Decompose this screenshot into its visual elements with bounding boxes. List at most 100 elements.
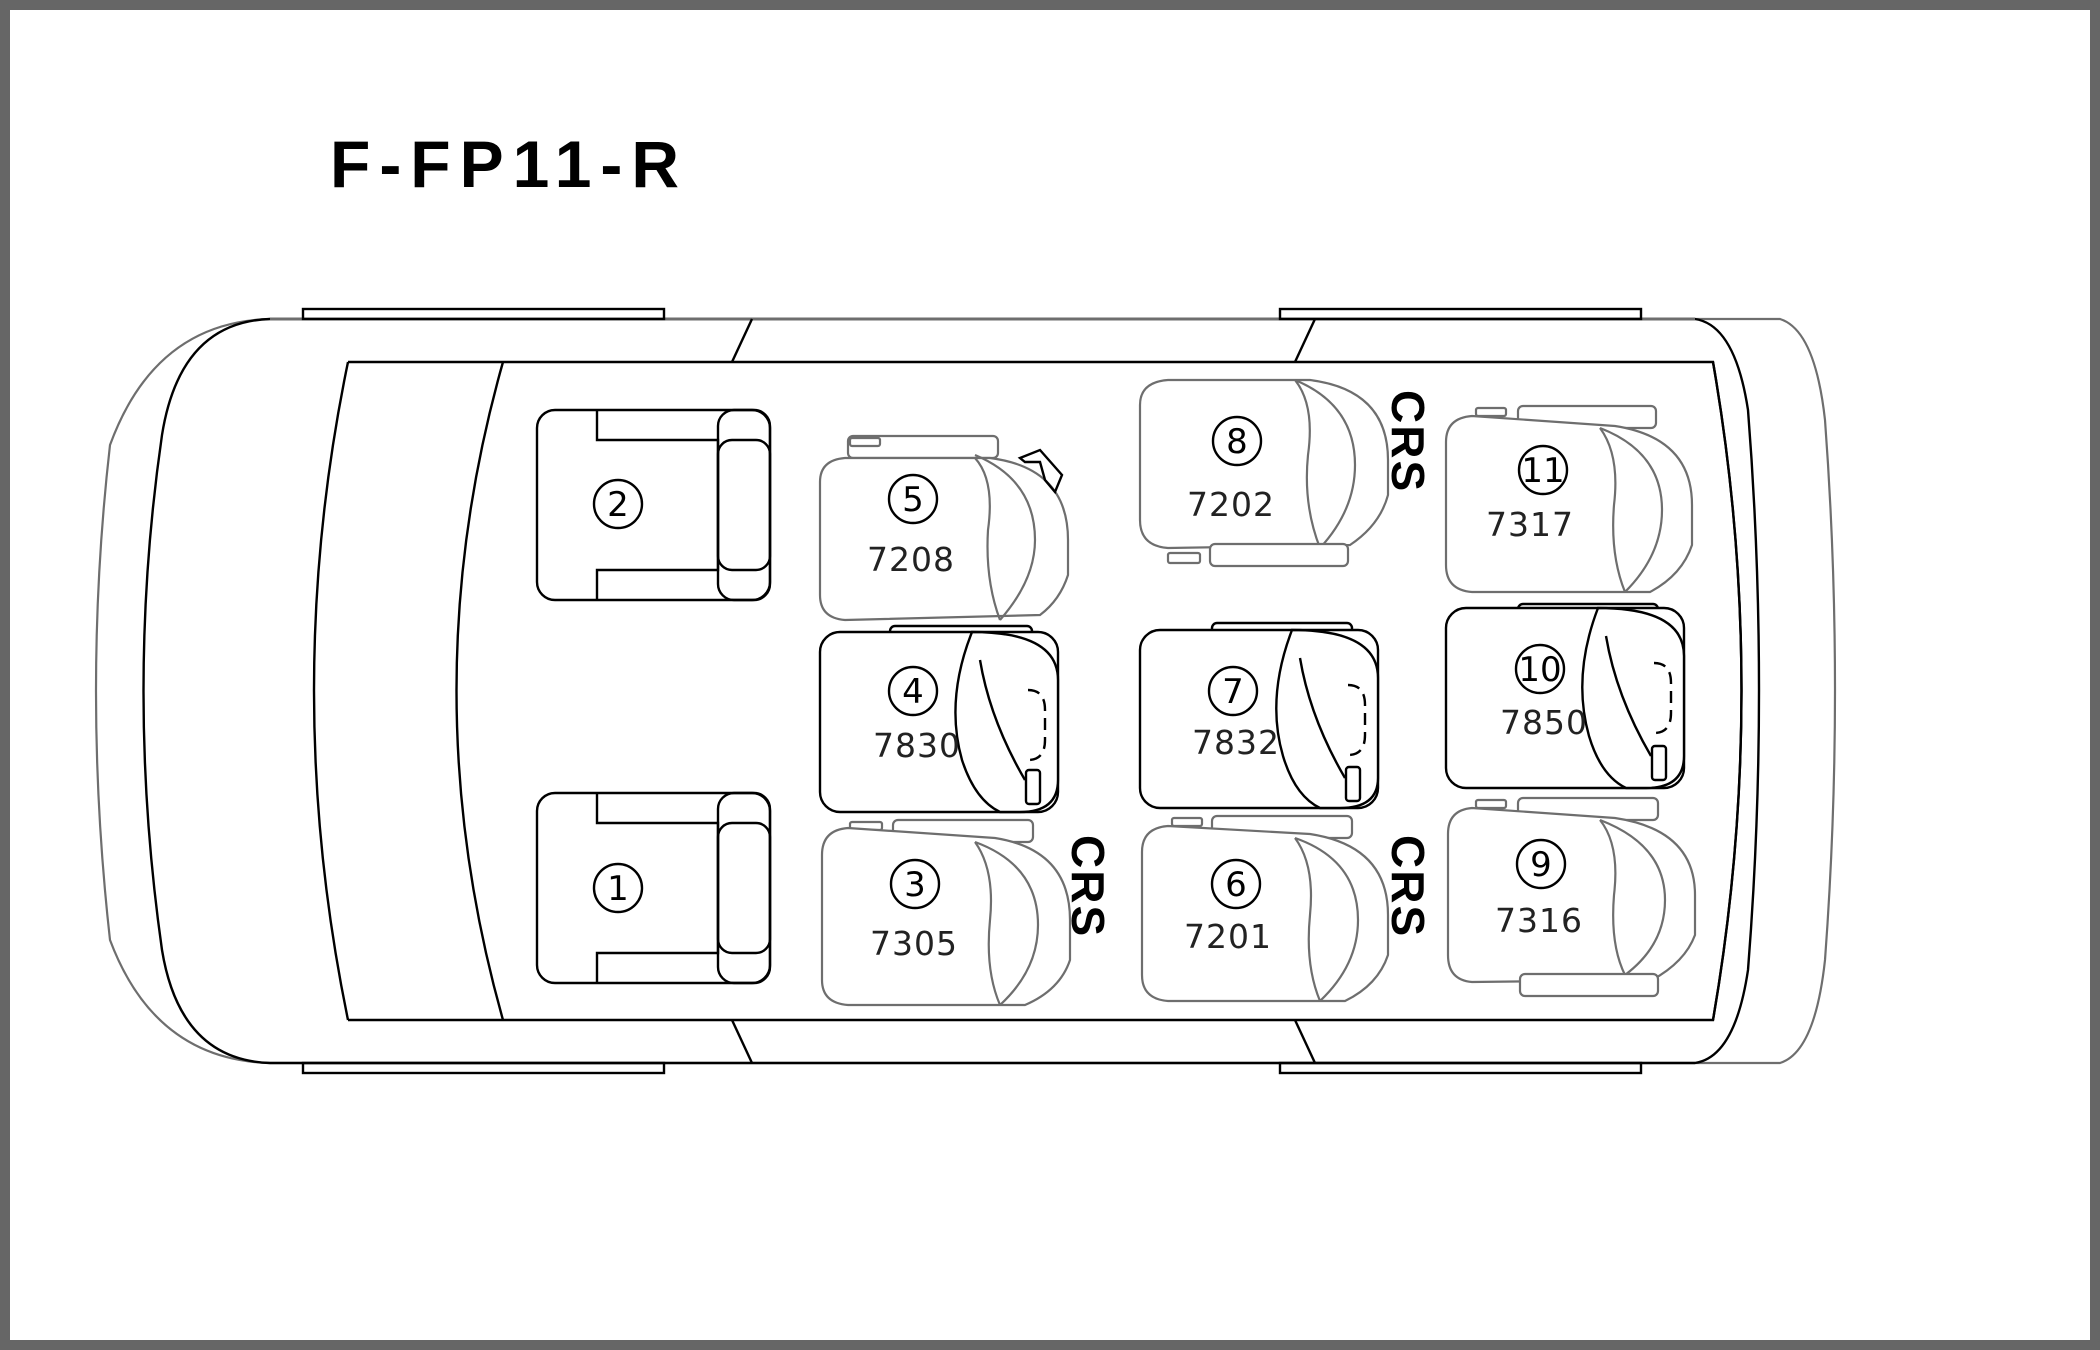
seat-11-code: 7317	[1486, 505, 1574, 544]
seat-2-cushion	[535, 408, 772, 602]
seat-10-buckle	[1650, 744, 1668, 782]
seat-3-number-circle	[889, 858, 941, 910]
seat-7-armrest-dashed	[1347, 683, 1367, 757]
seat-5-buckle	[1017, 448, 1064, 495]
seat-7-number: 7	[1222, 672, 1244, 712]
seat-6-code: 7201	[1184, 917, 1272, 956]
seat-9-bottom-bar	[1518, 972, 1660, 998]
layout-title: F-FP11-R	[330, 127, 688, 201]
seat-5-cushion	[818, 456, 1070, 622]
seat-11-cushion	[1444, 414, 1694, 594]
sliding-door-bottom	[1278, 1061, 1643, 1075]
seat-8-crs-label: CRS	[1382, 390, 1434, 493]
seat-6[interactable]: 6 7201 CRS	[1140, 814, 1434, 1003]
seat-1[interactable]: 1	[535, 791, 772, 985]
seat-6-latch	[1170, 816, 1204, 828]
seat-5-latch	[848, 436, 882, 448]
seat-5[interactable]: 5 7208	[818, 434, 1070, 622]
dashboard-line	[455, 361, 505, 1021]
seat-8-backrest-curve	[1294, 378, 1357, 549]
seat-9-backrest-curve	[1599, 818, 1667, 976]
pillar-b-top	[730, 318, 754, 363]
seat-10-armrest-dashed	[1653, 661, 1673, 735]
seat-2-number: 2	[607, 485, 629, 525]
seat-3-cushion	[820, 826, 1072, 1007]
seat-3-backrest-curve	[974, 840, 1040, 1006]
seat-2-number-circle	[592, 478, 644, 530]
seat-7-code: 7832	[1192, 723, 1280, 762]
seat-6-number: 6	[1225, 865, 1247, 905]
seat-8-code: 7202	[1187, 485, 1275, 524]
seat-3-code: 7305	[870, 924, 958, 963]
seat-5-code: 7208	[867, 540, 955, 579]
seat-4-code: 7830	[873, 726, 961, 765]
body-main-outline	[142, 317, 1761, 1065]
seat-9-code: 7316	[1495, 901, 1583, 940]
seat-6-number-circle	[1210, 858, 1262, 910]
seat-10-belt	[1604, 635, 1653, 757]
seat-11[interactable]: 11 7317	[1444, 404, 1694, 594]
seat-10-number-circle	[1514, 643, 1566, 695]
seat-11-number: 11	[1521, 451, 1564, 491]
seat-7-buckle	[1344, 765, 1362, 803]
seat-9-backrest-inner	[1599, 819, 1626, 976]
seat-5-number-circle	[887, 473, 939, 525]
seat-3-crs-label: CRS	[1062, 835, 1114, 938]
seat-8-number-circle	[1211, 415, 1263, 467]
seat-4-buckle	[1024, 768, 1042, 806]
rear-inner-line	[1711, 361, 1743, 1021]
seat-4-belt	[978, 659, 1027, 781]
pillar-b-bottom	[730, 1019, 754, 1064]
seat-8-latch	[1166, 551, 1202, 565]
seat-6-backrest-curve	[1294, 836, 1360, 1002]
seat-1-cushion	[535, 791, 772, 985]
seat-9-number-circle	[1515, 838, 1567, 890]
seat-4-armrest-dashed	[1027, 688, 1047, 762]
seat-11-latch	[1474, 406, 1508, 418]
seat-2-backrest-inner	[716, 438, 772, 572]
seat-6-cushion	[1140, 824, 1390, 1003]
seat-11-number-circle	[1517, 444, 1569, 496]
seat-11-backrest-inner	[1599, 427, 1627, 593]
seat-5-backrest-inner	[974, 457, 1002, 621]
seat-1-number: 1	[607, 869, 629, 909]
pillar-c-bottom	[1293, 1019, 1317, 1064]
seat-9[interactable]: 9 7316	[1446, 796, 1697, 998]
front-door-bottom	[301, 1061, 666, 1075]
seat-10[interactable]: 10 7850	[1444, 602, 1686, 790]
seat-4-backrest	[954, 630, 1060, 814]
seat-10-code: 7850	[1500, 703, 1588, 742]
seat-10-backrest	[1581, 606, 1686, 790]
seat-8-number: 8	[1226, 422, 1248, 462]
seat-10-number: 10	[1518, 650, 1561, 690]
vehicle-body	[94, 307, 1837, 1075]
seat-7-number-circle	[1207, 665, 1259, 717]
seat-7-belt	[1298, 657, 1347, 779]
seat-8-headrest-bar	[1208, 542, 1350, 568]
seat-11-backrest-curve	[1599, 426, 1664, 593]
seat-8-backrest-inner	[1294, 379, 1322, 549]
sliding-door-top	[1278, 307, 1643, 321]
windshield-line	[312, 361, 350, 1021]
seat-4-number: 4	[902, 672, 924, 712]
seat-3-number: 3	[904, 865, 926, 905]
seat-9-latch	[1474, 798, 1508, 810]
seat-6-backrest-inner	[1294, 837, 1322, 1002]
pillar-c-top	[1293, 318, 1317, 363]
seat-7[interactable]: 7 7832	[1138, 621, 1380, 810]
seat-3[interactable]: 3 7305 CRS	[820, 818, 1114, 1007]
seat-4-number-circle	[887, 665, 939, 717]
seat-4[interactable]: 4 7830	[818, 624, 1060, 814]
seat-1-number-circle	[592, 862, 644, 914]
seat-1-backrest-inner	[716, 821, 772, 955]
seat-5-number: 5	[902, 480, 924, 520]
seat-9-number: 9	[1530, 845, 1552, 885]
seat-9-cushion	[1446, 806, 1697, 984]
seat-7-backrest	[1275, 628, 1380, 810]
seat-5-backrest-curve	[974, 453, 1037, 621]
seat-2[interactable]: 2	[535, 408, 772, 602]
front-door-top	[301, 307, 666, 321]
seat-8-cushion	[1138, 378, 1390, 550]
seat-8[interactable]: 8 7202 CRS	[1138, 378, 1434, 568]
